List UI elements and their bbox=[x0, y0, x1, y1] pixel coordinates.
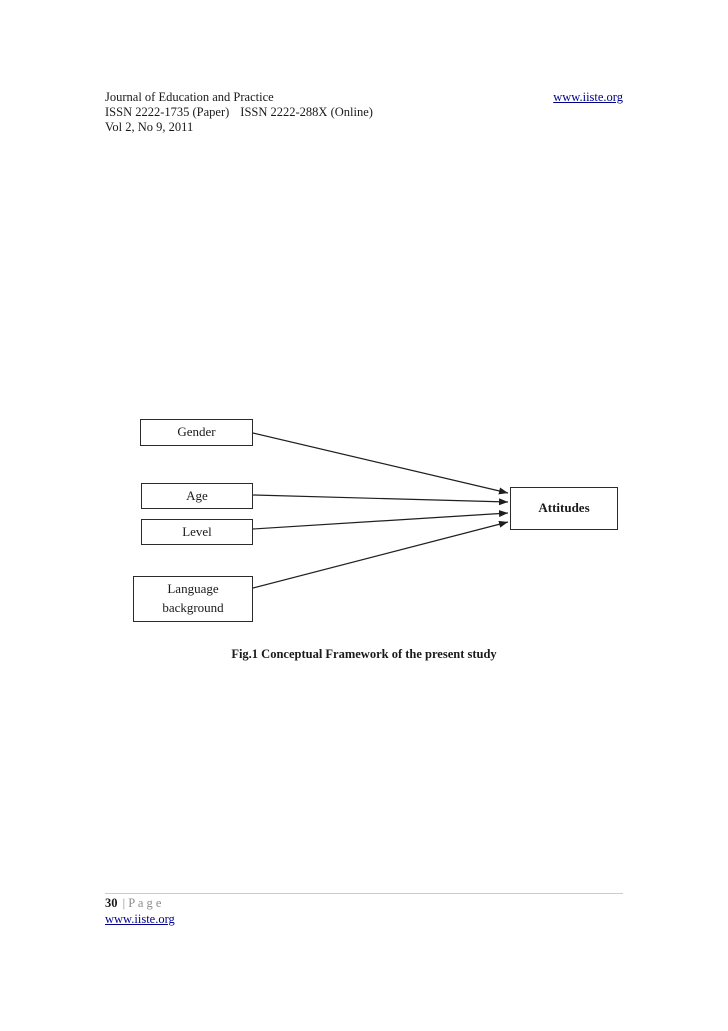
diagram-node-language-background: Language background bbox=[133, 576, 253, 622]
arrow-age-to-attitudes bbox=[252, 494, 509, 506]
arrow-gender-to-attitudes bbox=[252, 432, 509, 495]
footer-pageline: 30 | P a g e bbox=[105, 896, 161, 911]
page-label: | P a g e bbox=[122, 896, 162, 910]
issn-line: ISSN 2222-1735 (Paper) ISSN 2222-288X (On… bbox=[105, 105, 623, 120]
footer-divider bbox=[105, 893, 623, 894]
header-website-link[interactable]: www.iiste.org bbox=[553, 90, 623, 104]
page-header: Journal of Education and Practice ISSN 2… bbox=[105, 90, 623, 135]
issn-paper: ISSN 2222-1735 (Paper) bbox=[105, 105, 230, 119]
issn-online: ISSN 2222-288X (Online) bbox=[240, 105, 373, 119]
journal-title: Journal of Education and Practice bbox=[105, 90, 274, 104]
arrow-language-background-to-attitudes bbox=[252, 520, 509, 589]
diagram-node-gender: Gender bbox=[140, 419, 253, 446]
diagram-node-level: Level bbox=[141, 519, 253, 545]
volume-line: Vol 2, No 9, 2011 bbox=[105, 120, 194, 134]
footer-website-link[interactable]: www.iiste.org bbox=[105, 912, 175, 926]
diagram-node-attitudes: Attitudes bbox=[510, 487, 618, 530]
arrow-level-to-attitudes bbox=[252, 510, 509, 530]
diagram-node-age: Age bbox=[141, 483, 253, 509]
figure-caption: Fig.1 Conceptual Framework of the presen… bbox=[231, 647, 497, 661]
page-number: 30 bbox=[105, 896, 118, 910]
